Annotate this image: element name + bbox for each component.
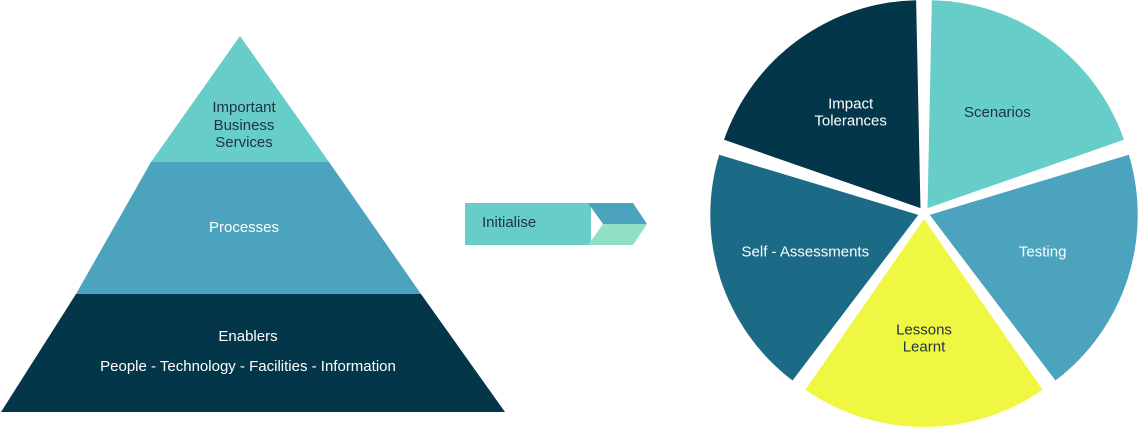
cycle-segment-impact-tolerances [724,0,921,209]
pyramid-bottom-tier [1,294,505,412]
cycle-label-impact-tolerances-line-2: Tolerances [814,113,887,130]
initialise-arrow-chevron-bottom [588,224,647,245]
pyramid: Important Business Services Processes En… [1,36,505,412]
pyramid-top-label-line-1: Important [212,99,276,116]
initialise-arrow: Initialise [465,203,647,245]
pyramid-top-label-line-2: Business [214,117,275,134]
initialise-arrow-label: Initialise [482,214,536,231]
cycle-segment-testing [929,154,1138,381]
cycle-segment-scenarios [927,0,1124,209]
initialise-arrow-body [465,203,591,245]
cycle-label-self-assessments-line-1: Self - Assessments [742,244,870,261]
cycle-label-testing-line-1: Testing [1019,244,1067,261]
pyramid-top-label-line-3: Services [215,134,273,151]
cycle-label-scenarios-line-1: Scenarios [964,104,1031,121]
cycle-segment-lessons-learnt [805,219,1043,427]
cycle-label-lessons-learnt-line-1: Lessons [896,321,952,338]
pyramid-bottom-sublabel: People - Technology - Facilities - Infor… [100,358,396,375]
pyramid-top-tier [151,36,329,162]
pyramid-bottom-label: Enablers [218,328,277,345]
pyramid-middle-tier [76,162,421,294]
cycle-label-lessons-learnt-line-2: Learnt [903,338,946,355]
cycle-label-impact-tolerances-line-1: Impact [828,96,874,113]
pyramid-middle-label: Processes [209,219,279,236]
initialise-arrow-chevron-top [588,203,647,224]
cycle-segment-self-assessments [710,154,919,381]
